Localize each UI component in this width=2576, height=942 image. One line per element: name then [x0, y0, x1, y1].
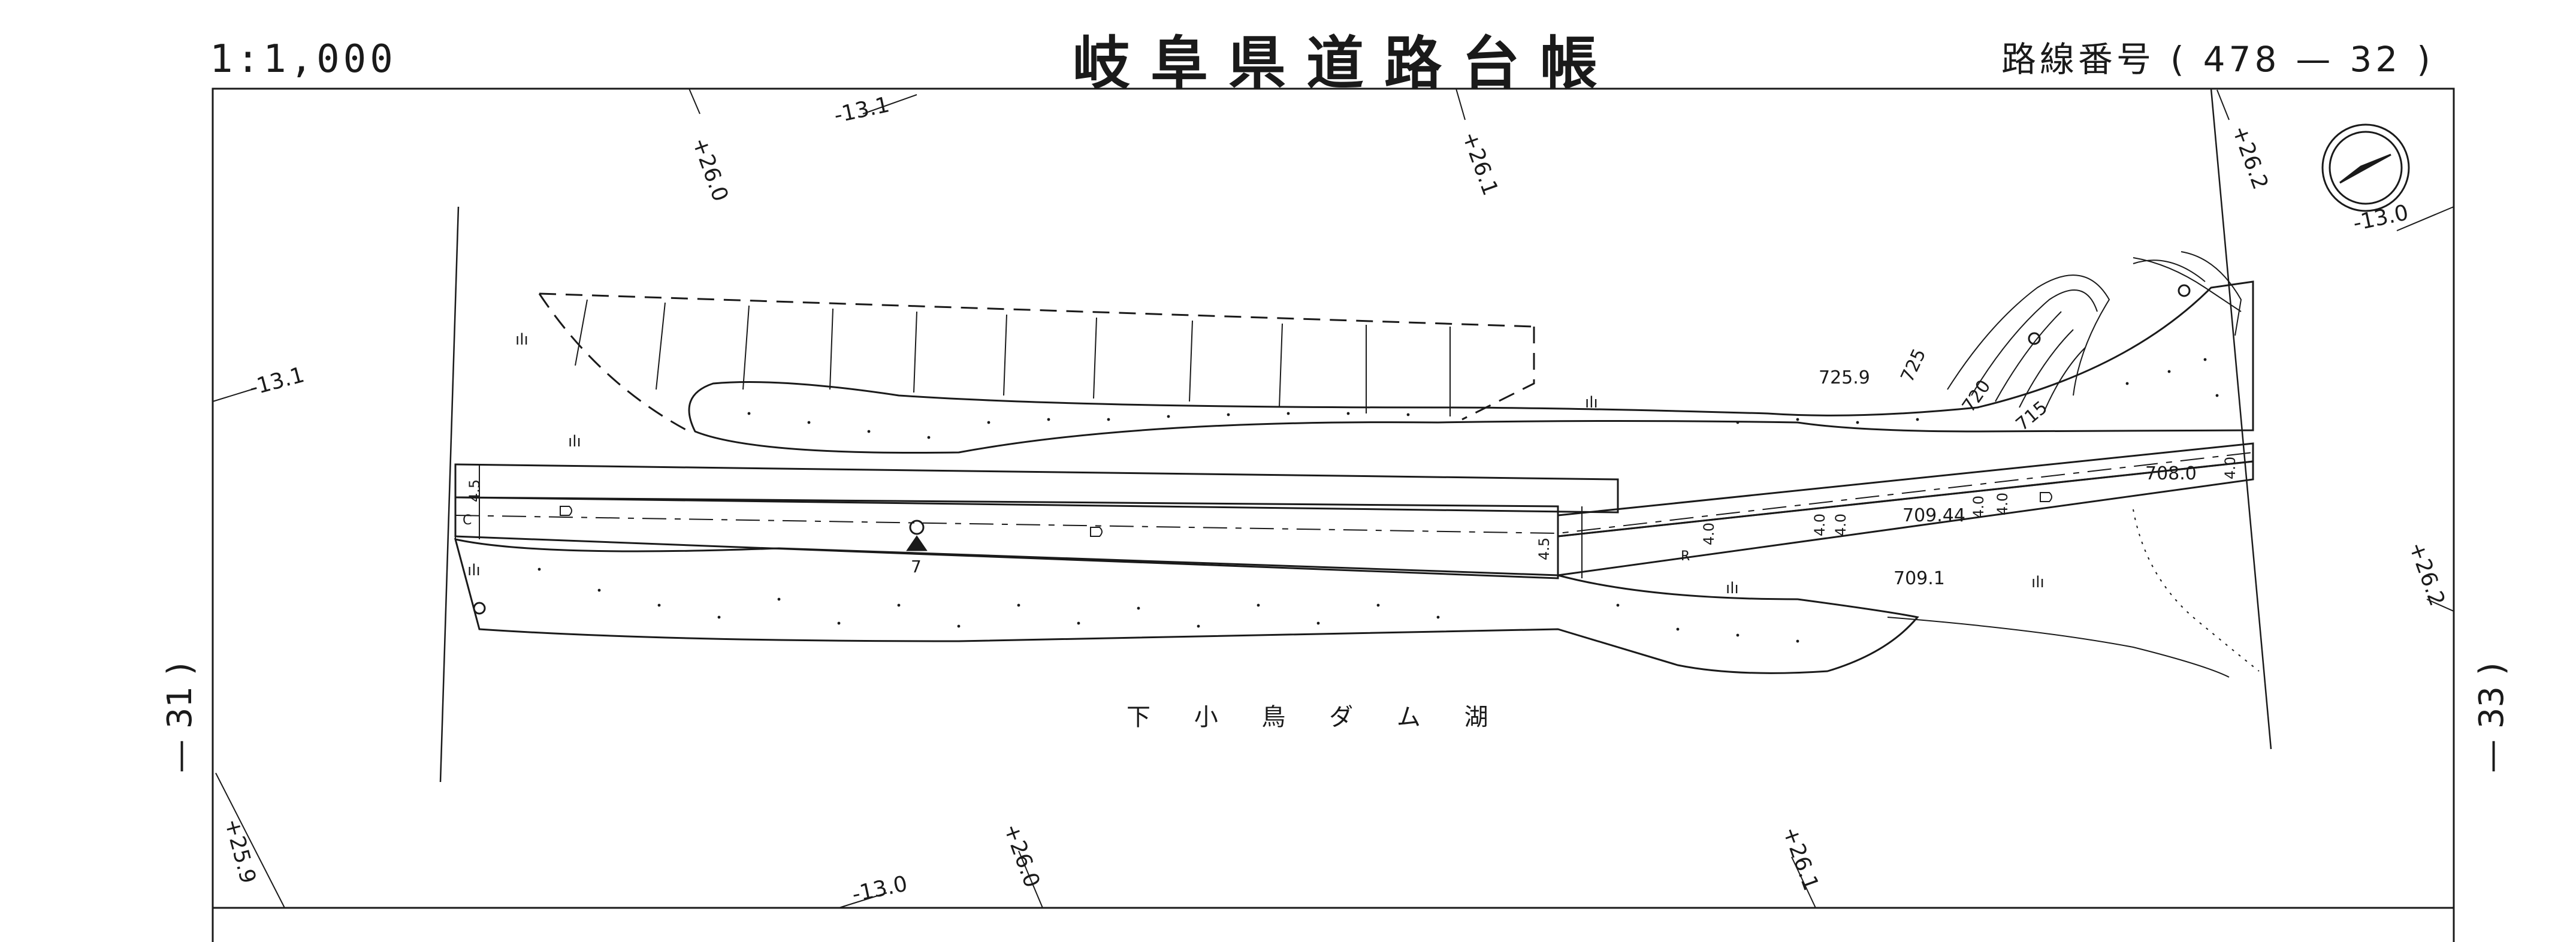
contour-lines — [1947, 251, 2242, 414]
route-dash: — — [2296, 39, 2335, 80]
contour-label: 715 — [2012, 397, 2052, 436]
grid-label: +26.1 — [1457, 128, 1503, 199]
svg-text:ılı: ılı — [2031, 573, 2045, 591]
road-width-label: 4.0 — [1701, 523, 1717, 545]
road-width-label: 4.5 — [466, 479, 483, 502]
slope-south-east — [1887, 617, 2230, 678]
road-centerline — [455, 452, 2254, 535]
slope-top-edge — [539, 292, 1535, 328]
grid-label: +26.0 — [687, 134, 733, 205]
grid-mark — [2426, 599, 2454, 612]
bridge-abutment — [1557, 506, 1583, 578]
north-arrow-icon — [2321, 123, 2410, 212]
bank-south — [454, 538, 1919, 674]
area-boundary-right — [2210, 88, 2272, 750]
grid-label: +26.0 — [999, 820, 1044, 891]
bank-north — [688, 280, 2254, 454]
stipple-texture — [537, 358, 2219, 643]
grid-mark — [215, 772, 285, 908]
grid-mark — [1455, 88, 1466, 120]
grid-mark — [862, 94, 917, 114]
grid-mark — [1791, 856, 1816, 908]
svg-text:ılı: ılı — [568, 433, 581, 451]
station-label: R — [1681, 549, 1690, 564]
area-boundary-left — [439, 206, 460, 783]
elevation-label: 709.44 — [1902, 505, 1965, 526]
grid-label: -13.1 — [247, 363, 307, 401]
svg-text:ılı: ılı — [467, 561, 481, 579]
cliff-edge — [2133, 257, 2242, 312]
elevation-label: 709.1 — [1894, 568, 1945, 589]
slope-hachures — [575, 299, 1451, 416]
grid-label: +26.2 — [2227, 122, 2273, 193]
contour-label: 720 — [1958, 376, 1995, 416]
drain-icon — [2040, 492, 2052, 502]
triangulation-point-icon — [906, 535, 928, 551]
elevation-label: 708.0 — [2145, 463, 2197, 484]
route-close: ) — [2417, 39, 2434, 80]
grid-mark — [1018, 850, 1043, 908]
road-width-label: 4.0 — [1811, 514, 1828, 536]
road-width-label: 4.0 — [1970, 496, 1987, 518]
grid-mark — [688, 88, 700, 114]
survey-point-icon — [473, 602, 486, 615]
grid-label: -13.0 — [850, 871, 910, 907]
map-scale: 1:1,000 — [210, 37, 397, 81]
svg-text:ılı: ılı — [515, 331, 529, 349]
svg-text:ılı: ılı — [1726, 579, 1739, 597]
vegetation-icon: ılı ılı ılı ılı ılı ılı — [467, 331, 2045, 597]
road-east-south — [1557, 460, 2254, 576]
slope-right-edge — [1461, 327, 1535, 421]
station-label: C — [463, 513, 472, 528]
survey-point-icon — [909, 520, 925, 535]
station-label: 7 — [911, 557, 922, 576]
grid-mark — [2216, 89, 2230, 120]
grid-label: +26.1 — [1778, 823, 1823, 894]
contour-label: 725 — [1897, 346, 1931, 386]
road-width-label: 4.5 — [1536, 538, 1553, 560]
route-open: ( — [2170, 39, 2188, 80]
route-label: 路線番号 — [2001, 39, 2155, 80]
elevation-label: 725.9 — [1819, 367, 1870, 388]
grid-mark — [838, 892, 887, 908]
survey-point-icon — [2178, 284, 2191, 297]
survey-point-icon — [2028, 332, 2041, 345]
route-section: 32 — [2349, 39, 2402, 80]
limit-line — [2133, 509, 2260, 672]
route-id: 478 — [2203, 39, 2281, 80]
road-width-label: 4.0 — [1994, 493, 2011, 515]
grid-mark — [2396, 206, 2454, 231]
drain-icon — [1090, 527, 1103, 537]
grid-mark — [212, 389, 252, 402]
route-number: 路線番号 (478 — 32) — [2001, 31, 2450, 81]
drain-icon — [560, 506, 572, 516]
grid-label: -13.1 — [832, 92, 892, 128]
grid-label: +25.9 — [219, 816, 260, 886]
road-edge-west — [455, 464, 480, 539]
svg-text:ılı: ılı — [1585, 394, 1598, 412]
water-body-name: 下 小 鳥 ダ ム 湖 — [1127, 704, 1506, 731]
map-title: 岐阜県道路台帳 — [1073, 29, 1618, 97]
slope-left-edge — [538, 293, 690, 433]
road-width-label: 4.0 — [2222, 457, 2239, 479]
road-width-label: 4.0 — [1832, 514, 1849, 536]
grid-label: -13.0 — [2351, 200, 2411, 236]
grid-label: +26.2 — [2404, 539, 2450, 609]
